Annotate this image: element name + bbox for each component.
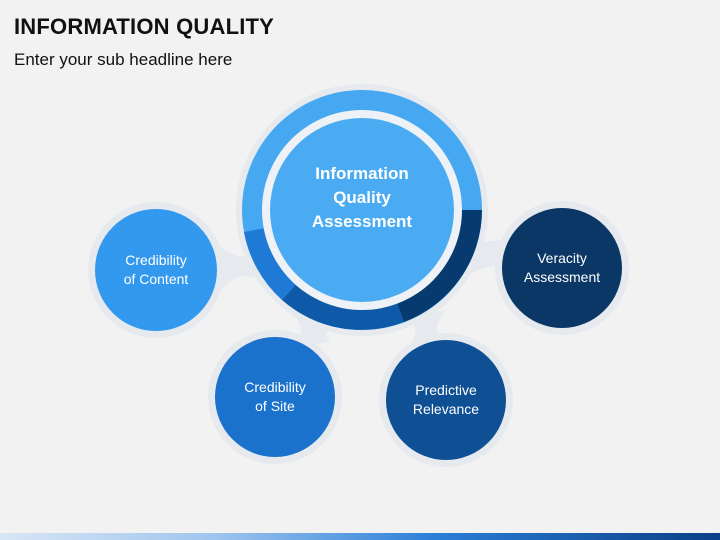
center-label-line3: Assessment	[311, 212, 413, 231]
label-credibility-content-line2: of Content	[123, 271, 189, 287]
node-credibility-content	[88, 202, 224, 338]
node-veracity-assessment	[495, 201, 629, 335]
label-credibility-content-line1: Credibility	[125, 252, 187, 268]
label-credibility-site-line2: of Site	[255, 398, 295, 414]
center-circle	[236, 84, 488, 336]
page-subtitle: Enter your sub headline here	[14, 50, 233, 69]
label-predictive-relevance-line2: Relevance	[412, 401, 480, 417]
center-label: Information Quality Assessment	[282, 160, 442, 236]
page-title: INFORMATION QUALITY	[14, 14, 275, 39]
bottom-accent-bar	[0, 533, 720, 540]
label-credibility-site-line1: Credibility	[244, 379, 306, 395]
label-predictive-relevance: Predictive Relevance	[396, 378, 496, 422]
center-label-line1: Information	[315, 164, 409, 183]
label-credibility-content: Credibility of Content	[106, 248, 206, 292]
label-veracity-assessment: Veracity Assessment	[512, 246, 612, 290]
center-label-line2: Quality	[333, 188, 391, 207]
label-predictive-relevance-line1: Predictive	[415, 382, 477, 398]
node-predictive-relevance	[379, 333, 513, 467]
label-credibility-site: Credibility of Site	[225, 375, 325, 419]
label-veracity-assessment-line1: Veracity	[537, 250, 587, 266]
node-credibility-site	[208, 330, 342, 464]
label-veracity-assessment-line2: Assessment	[523, 269, 601, 285]
